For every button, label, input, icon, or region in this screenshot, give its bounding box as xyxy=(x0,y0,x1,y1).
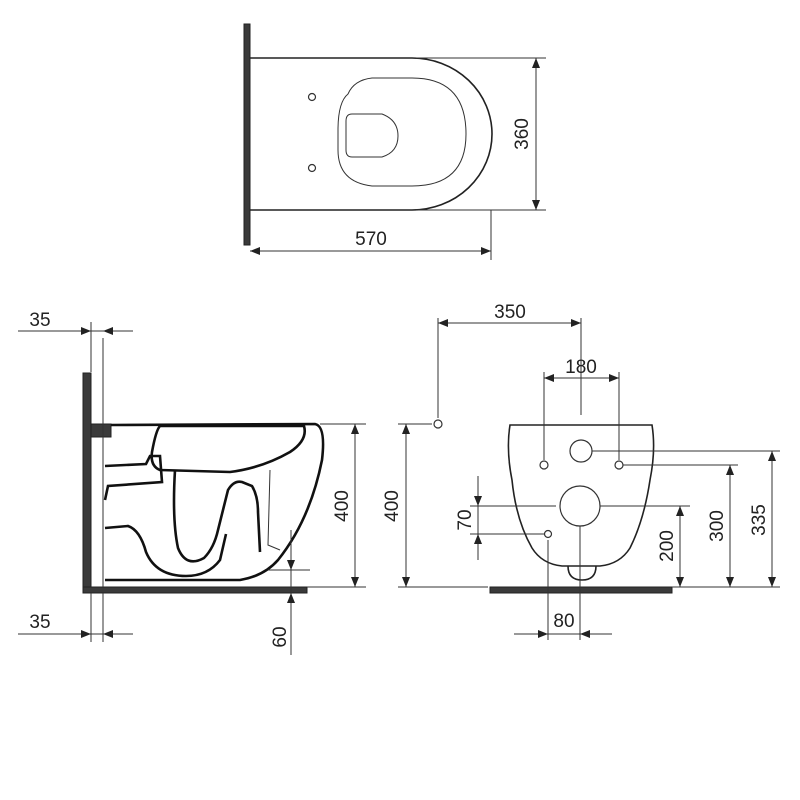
top-view-bolt-hole-lower xyxy=(307,163,317,173)
dim-400-side-arrow-bottom xyxy=(351,577,359,587)
dim-35-top-arrow-a xyxy=(81,327,91,335)
front-view-floor xyxy=(489,586,673,594)
dim-60-label: 60 xyxy=(270,626,291,647)
top-view-opening xyxy=(345,113,399,158)
dim-400-front-label: 400 xyxy=(382,490,403,522)
dim-300-arrow-bottom xyxy=(726,577,734,587)
dim-80-arrow-right xyxy=(580,630,590,638)
front-view-small-hole xyxy=(543,529,553,539)
dim-200-arrow-bottom xyxy=(676,577,684,587)
dim-200-arrow-top xyxy=(676,506,684,516)
dim-570-label: 570 xyxy=(355,229,387,250)
dim-570-arrow-right xyxy=(481,247,491,255)
dim-350-arrow-left xyxy=(438,319,448,327)
top-view-bowl-inner xyxy=(337,77,467,187)
side-view-seat xyxy=(150,424,306,474)
dim-300-label: 300 xyxy=(707,510,728,542)
dim-60-arrow-top xyxy=(287,560,295,570)
side-view-floor xyxy=(82,586,308,594)
front-view-bowl-outline xyxy=(507,424,655,567)
front-view-outlet-hole xyxy=(559,485,601,527)
dim-80-arrow-left xyxy=(538,630,548,638)
dim-360-arrow-bottom xyxy=(532,200,540,210)
top-view-wall xyxy=(243,23,251,246)
dim-300-arrow-top xyxy=(726,465,734,475)
side-view-mount-block xyxy=(90,423,112,438)
side-view-inner-wall xyxy=(267,469,281,551)
dim-180-arrow-left xyxy=(544,374,554,382)
dim-70-arrow-bottom xyxy=(474,534,482,544)
dim-335-arrow-top xyxy=(768,451,776,461)
dim-35-bottom-label: 35 xyxy=(29,612,50,633)
top-view-bowl-outline xyxy=(250,57,493,211)
top-view: 360 570 xyxy=(243,23,546,260)
side-view-outlet xyxy=(104,524,228,578)
dim-400-front-arrow-bottom xyxy=(402,577,410,587)
dim-35-top-label: 35 xyxy=(29,310,50,331)
dim-70-label: 70 xyxy=(455,509,476,530)
front-view: 350 180 400 70 200 300 xyxy=(382,302,780,640)
dim-200-label: 200 xyxy=(657,530,678,562)
side-view-inlet-pipe xyxy=(103,454,164,501)
dim-350-label: 350 xyxy=(494,302,526,323)
top-view-bolt-hole-upper xyxy=(307,92,317,102)
dim-70-arrow-top xyxy=(474,496,482,506)
front-view-bolt-hole-right xyxy=(614,460,624,470)
dim-60-arrow-bottom xyxy=(287,593,295,603)
dim-35-bottom-arrow-b xyxy=(103,630,113,638)
dim-180-label: 180 xyxy=(565,357,597,378)
dim-570-arrow-left xyxy=(250,247,260,255)
dim-35-top-arrow-b xyxy=(103,327,113,335)
side-view-wall xyxy=(82,372,92,594)
dim-80-label: 80 xyxy=(553,611,574,632)
side-view-bowl-outer xyxy=(105,422,325,582)
dim-35-bottom-arrow-a xyxy=(81,630,91,638)
side-view: 35 35 400 60 xyxy=(18,310,366,655)
dim-335-label: 335 xyxy=(749,504,770,536)
dim-180-arrow-right xyxy=(609,374,619,382)
dim-400-side-arrow-top xyxy=(351,424,359,434)
front-view-inlet-hole xyxy=(569,439,593,463)
dim-360-arrow-top xyxy=(532,58,540,68)
dim-400-front-arrow-top xyxy=(402,424,410,434)
dim-350-arrow-right xyxy=(571,319,581,327)
dim-360-label: 360 xyxy=(512,118,533,150)
front-view-wall-marker xyxy=(433,419,443,429)
side-view-trap xyxy=(172,469,262,563)
dim-335-arrow-bottom xyxy=(768,577,776,587)
front-view-outlet-tip xyxy=(567,565,597,581)
dim-400-side-label: 400 xyxy=(332,490,353,522)
front-view-bolt-hole-left xyxy=(539,460,549,470)
